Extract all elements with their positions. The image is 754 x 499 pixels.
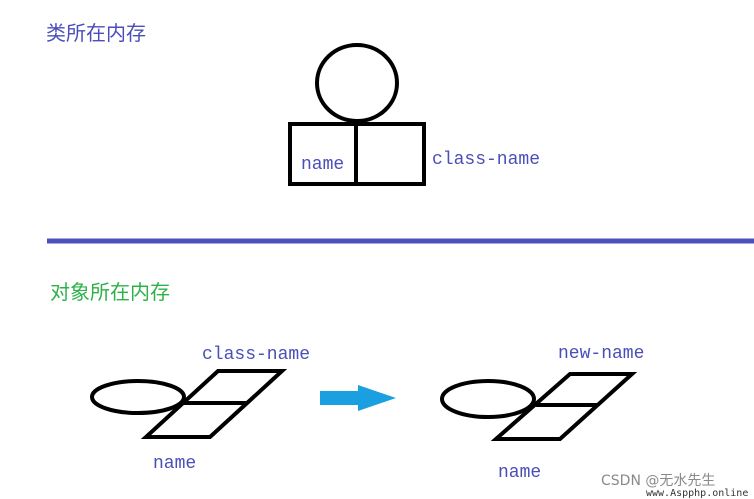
object-memory-heading: 对象所在内存 xyxy=(50,280,170,304)
before-name-label: name xyxy=(153,454,196,474)
class-box-name-label: name xyxy=(301,155,344,175)
after-name-label: name xyxy=(498,463,541,483)
before-object-ellipse xyxy=(90,379,186,415)
after-memory-parallelogram xyxy=(490,372,638,441)
before-class-name-label: class-name xyxy=(202,345,310,365)
watermark-author: CSDN @无水先生 xyxy=(601,473,715,489)
class-memory-heading: 类所在内存 xyxy=(46,21,146,45)
right-arrow-icon xyxy=(320,385,396,411)
watermark-site: www.Aspphp.online xyxy=(646,488,748,499)
class-name-label: class-name xyxy=(432,150,540,170)
after-object-ellipse xyxy=(440,379,536,419)
before-memory-parallelogram xyxy=(140,369,288,439)
after-new-name-label: new-name xyxy=(558,344,644,364)
class-object-circle xyxy=(315,43,399,123)
